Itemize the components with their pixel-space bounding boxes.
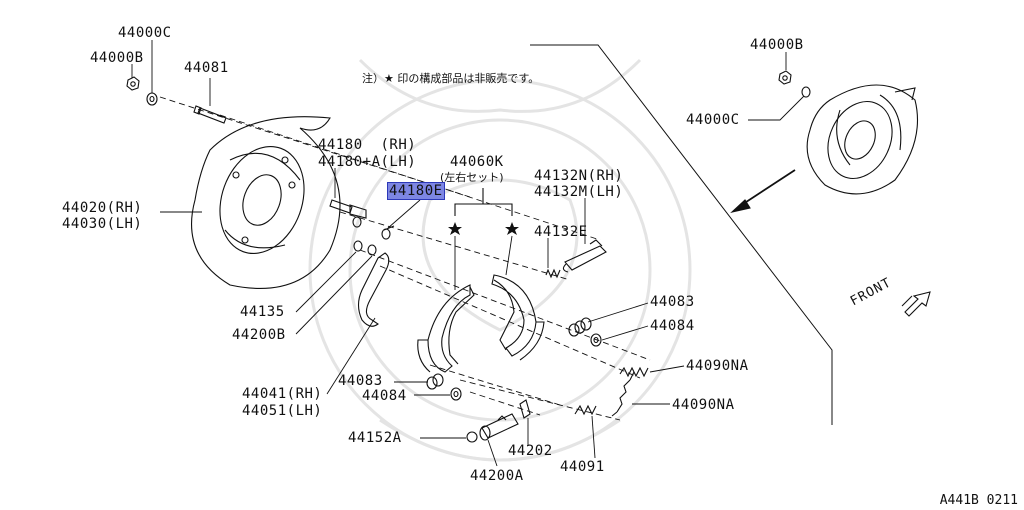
cup-44084-left — [450, 387, 462, 401]
label-44000B-left: 44000B — [90, 50, 144, 66]
brake-shoe-left — [417, 284, 475, 373]
label-44084-right: 44084 — [650, 318, 695, 334]
brake-shoe-right — [491, 274, 545, 361]
divider-line — [530, 44, 833, 425]
nut-44000B-right — [778, 70, 792, 85]
label-44081: 44081 — [184, 60, 229, 76]
washer-44135 — [353, 240, 377, 256]
non-sale-note: 注）★ 印の構成部品は非販売です。 — [362, 72, 540, 85]
label-44200A: 44200A — [470, 468, 524, 484]
spring-44090NA-lower — [611, 371, 635, 417]
front-arrow-icon — [901, 291, 931, 317]
label-44084-left: 44084 — [362, 388, 407, 404]
bolt-44081 — [193, 105, 227, 124]
label-44083-right: 44083 — [650, 294, 695, 310]
label-44051: 44051(LH) — [242, 403, 323, 419]
label-44091: 44091 — [560, 459, 605, 475]
diagram-code: A441B 0211 — [939, 493, 1018, 508]
kit-bracket — [454, 188, 513, 216]
label-44060K: 44060K — [450, 154, 504, 170]
label-44060K-sub: (左右セット) — [440, 171, 504, 184]
label-44200B: 44200B — [232, 327, 286, 343]
label-44000C-left: 44000C — [118, 25, 172, 41]
nut-44000B-left — [126, 76, 140, 91]
label-44135: 44135 — [240, 304, 285, 320]
non-sale-star-marks — [448, 222, 519, 235]
cup-44084-right — [590, 333, 602, 347]
washer-44000C-right — [801, 86, 811, 98]
label-44202: 44202 — [508, 443, 553, 459]
bleeder-44202 — [519, 399, 531, 419]
label-44000B-right: 44000B — [750, 37, 804, 53]
assembly-axis-lines — [159, 96, 651, 421]
label-44083-left: 44083 — [338, 373, 383, 389]
spring-44132E — [545, 268, 561, 279]
label-44000C-right: 44000C — [686, 112, 740, 128]
label-44180E-highlighted[interactable]: 44180E — [387, 182, 445, 200]
label-44180-lh: 44180+A(LH) — [318, 154, 417, 170]
label-44020: 44020(RH) — [62, 200, 143, 216]
label-44152A: 44152A — [348, 430, 402, 446]
wheel-cylinder-44200A — [479, 413, 519, 441]
label-44180-rh: 44180 (RH) — [318, 137, 417, 153]
label-44090NA-1: 44090NA — [686, 358, 749, 374]
label-44132M: 44132M(LH) — [534, 184, 624, 200]
pin-44180 — [329, 199, 367, 228]
spring-44083-left — [426, 373, 444, 390]
spring-44091 — [574, 404, 597, 416]
cap-44152A — [466, 431, 478, 443]
back-plate-44020 — [191, 116, 341, 289]
leader-lines — [131, 40, 805, 467]
lever-44200B — [357, 252, 390, 327]
label-44132E: 44132E — [534, 224, 588, 240]
label-44132N: 44132N(RH) — [534, 168, 624, 184]
label-44041: 44041(RH) — [242, 386, 323, 402]
washer-44000C-left — [146, 92, 158, 106]
label-44030: 44030(LH) — [62, 216, 143, 232]
adjuster-44132N — [562, 239, 607, 273]
label-44090NA-2: 44090NA — [672, 397, 735, 413]
part-44180E — [381, 225, 395, 240]
spring-44083-right — [568, 317, 592, 337]
direction-arrow — [730, 169, 796, 213]
back-plate-assembly-right — [806, 84, 918, 195]
